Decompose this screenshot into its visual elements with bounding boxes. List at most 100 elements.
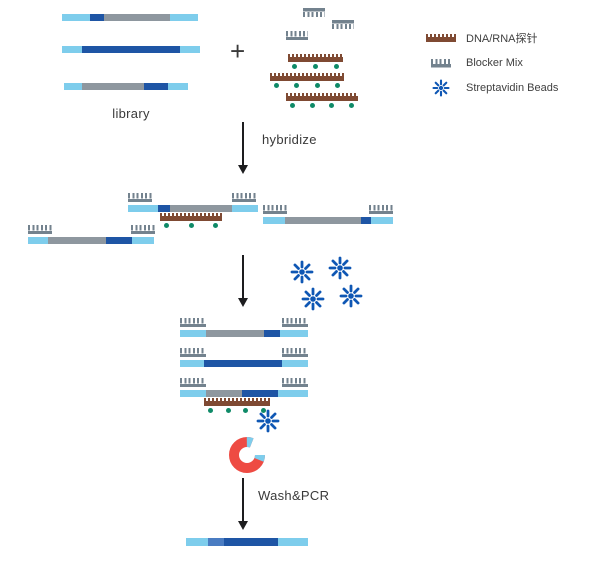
legend-row-beads: Streptavidin Beads xyxy=(424,80,558,96)
hybridized-strand-2 xyxy=(263,217,393,224)
biotin-dot xyxy=(225,407,231,413)
capture-arrow-line xyxy=(242,255,244,299)
probe-icon xyxy=(270,73,344,88)
strand-segment-light xyxy=(168,83,188,90)
strand-segment-navy xyxy=(90,14,104,21)
streptavidin-bead-icon xyxy=(290,260,314,284)
biotin-dot xyxy=(213,222,218,228)
strand-segment-light xyxy=(232,205,258,212)
biotin-dots xyxy=(288,62,343,69)
strand-segment-navy xyxy=(224,538,278,546)
biotin-dot xyxy=(164,222,169,228)
strand-segment-light xyxy=(278,538,308,546)
blocker-icon xyxy=(180,348,206,357)
legend-icon-cell xyxy=(424,30,458,46)
probe-bar xyxy=(426,37,456,42)
plus-sign: + xyxy=(230,36,246,66)
blocker-icon xyxy=(263,205,287,214)
probe-teeth xyxy=(160,213,222,216)
capture-arrow-head xyxy=(238,298,248,307)
strand-segment-navy xyxy=(144,83,168,90)
biotin-dot xyxy=(329,102,335,108)
biotin-dot xyxy=(208,407,213,413)
blocker-icon xyxy=(282,378,308,387)
captured-strand-2 xyxy=(180,360,308,367)
streptavidin-bead-icon xyxy=(328,256,352,280)
blocker-icon xyxy=(286,31,308,40)
captured-strand-3 xyxy=(180,390,308,397)
blocker-icon xyxy=(282,318,308,327)
strand-segment-gray xyxy=(206,330,264,337)
biotin-dot xyxy=(334,63,339,69)
strand-segment-light xyxy=(180,360,204,367)
biotin-dots xyxy=(286,101,358,108)
blocker-icon xyxy=(232,193,256,202)
wash-pcr-arrow-line xyxy=(242,478,244,522)
blocker-icon xyxy=(303,8,325,17)
legend: DNA/RNA探针 Blocker Mix Streptavidin Beads xyxy=(424,30,558,96)
library-strand-1 xyxy=(62,14,198,21)
hybridize-arrow-head xyxy=(238,165,248,174)
library-label: library xyxy=(112,106,150,121)
hybridized-strand-3 xyxy=(28,237,154,244)
strand-segment-light xyxy=(180,330,206,337)
magnet-icon xyxy=(229,437,265,473)
strand-segment-light xyxy=(186,538,208,546)
streptavidin-bead-icon xyxy=(432,79,450,97)
strand-segment-light xyxy=(62,46,82,53)
probe-icon xyxy=(204,398,270,413)
biotin-dot xyxy=(290,102,295,108)
strand-segment-navy xyxy=(82,46,180,53)
legend-label-blocker: Blocker Mix xyxy=(466,57,523,69)
biotin-dot xyxy=(313,63,318,69)
strand-segment-light xyxy=(170,14,198,21)
strand-segment-gray xyxy=(48,237,106,244)
blocker-icon xyxy=(180,378,206,387)
probe-bar xyxy=(270,76,344,81)
probe-teeth xyxy=(426,34,456,38)
strand-segment-navy xyxy=(204,360,282,367)
strand-segment-gray xyxy=(170,205,232,212)
strand-segment-light xyxy=(280,330,308,337)
legend-row-probe: DNA/RNA探针 xyxy=(424,30,558,46)
strand-segment-light xyxy=(128,205,158,212)
biotin-dot xyxy=(274,82,279,88)
wash-pcr-label: Wash&PCR xyxy=(258,488,330,503)
strand-segment-gray xyxy=(82,83,144,90)
biotin-dot xyxy=(334,82,340,88)
blocker-icon xyxy=(332,20,354,29)
captured-strand-1 xyxy=(180,330,308,337)
legend-row-blocker: Blocker Mix xyxy=(424,55,558,71)
blocker-icon xyxy=(431,58,451,68)
strand-segment-light xyxy=(263,217,285,224)
legend-label-beads: Streptavidin Beads xyxy=(466,82,559,94)
biotin-dot xyxy=(294,82,300,88)
blocker-icon xyxy=(369,205,393,214)
blocker-icon xyxy=(28,225,52,234)
strand-segment-gray xyxy=(206,390,242,397)
strand-segment-light xyxy=(282,360,308,367)
strand-segment-light xyxy=(64,83,82,90)
strand-segment-navy xyxy=(361,217,371,224)
strand-segment-navy xyxy=(264,330,280,337)
blocker-icon xyxy=(180,318,206,327)
biotin-dot xyxy=(314,82,320,88)
strand-segment-mid xyxy=(208,538,224,546)
legend-label-probe: DNA/RNA探针 xyxy=(466,33,538,45)
library-strand-2 xyxy=(62,46,200,53)
probe-teeth xyxy=(204,398,270,401)
library-strand-3 xyxy=(64,83,188,90)
biotin-dot xyxy=(188,222,194,228)
final-enriched-strand xyxy=(186,538,308,546)
probe-bar xyxy=(204,401,270,406)
probe-icon xyxy=(426,34,456,42)
blocker-icon xyxy=(128,193,152,202)
legend-icon-cell xyxy=(424,55,458,71)
probe-icon xyxy=(160,213,222,228)
blocker-icon xyxy=(131,225,155,234)
blocker-icon xyxy=(282,348,308,357)
strand-segment-light xyxy=(371,217,393,224)
strand-segment-navy xyxy=(158,205,170,212)
wash-pcr-arrow-head xyxy=(238,521,248,530)
